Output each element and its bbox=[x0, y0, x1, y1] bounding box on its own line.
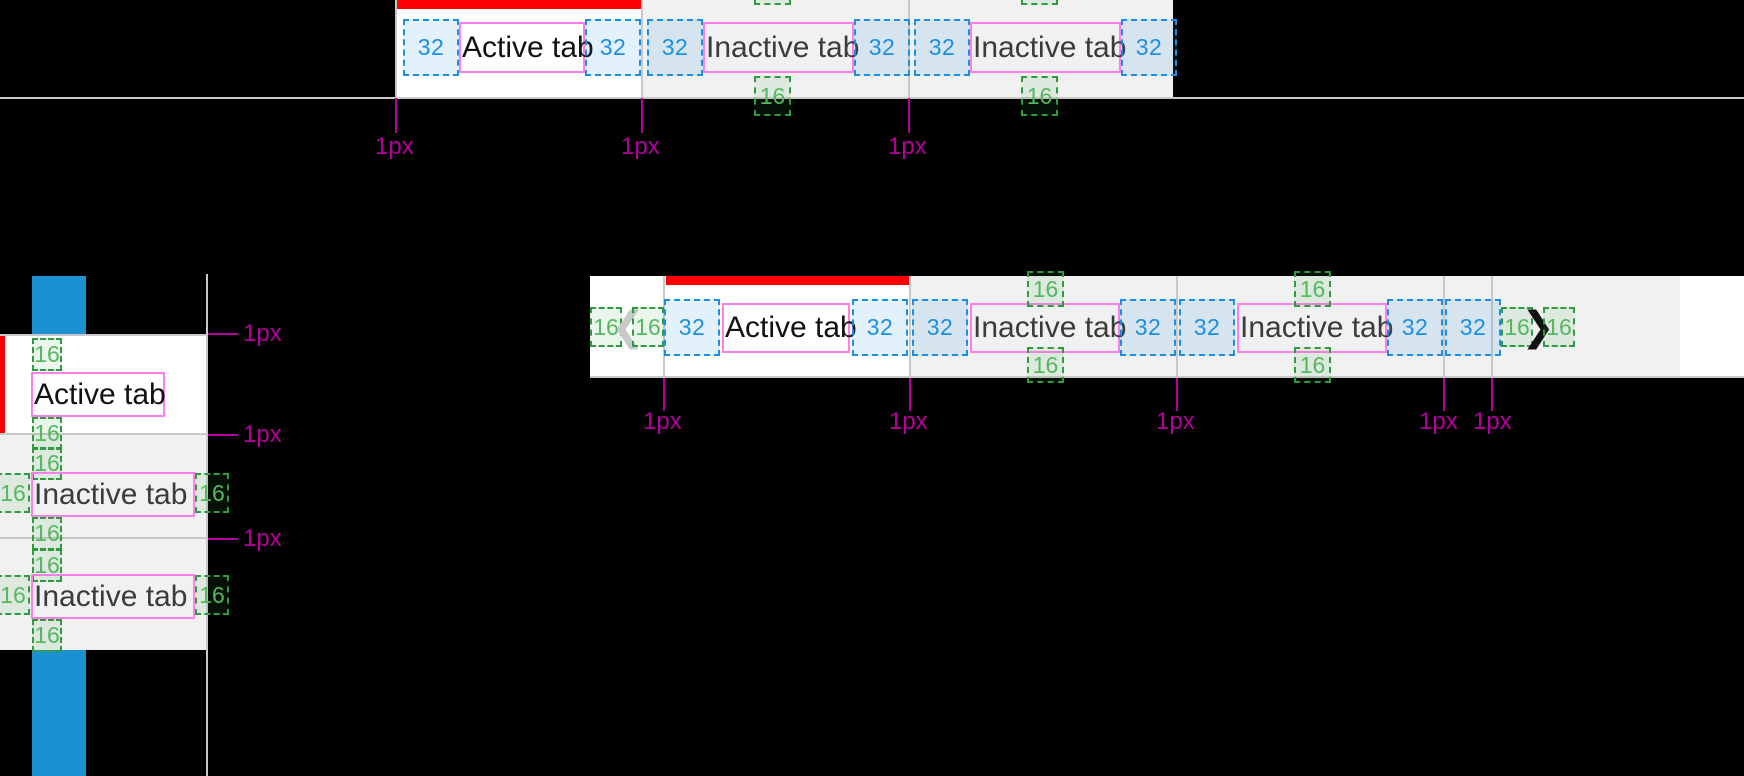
tab-label-inactive-1[interactable]: Inactive tab bbox=[31, 472, 195, 517]
chevron-left-icon[interactable]: ❮ bbox=[611, 304, 645, 350]
gap-16-before-scroll-left: 16 bbox=[590, 307, 622, 347]
tabbar-bottom-border bbox=[590, 376, 1744, 378]
spacing-top-16-tab2: 16 bbox=[754, 0, 791, 5]
padding-right-32-tab3-outer: 32 bbox=[1445, 299, 1501, 356]
padding-right-16-row3: 16 bbox=[195, 575, 229, 615]
tab-divider bbox=[641, 0, 643, 98]
tab-label-active-1[interactable]: Active tab bbox=[459, 22, 594, 73]
active-indicator-bar bbox=[395, 0, 643, 9]
dimension-leader bbox=[208, 538, 238, 540]
gap-16-after-scroll-left: 16 bbox=[632, 307, 664, 347]
border-width-label-5: 1px bbox=[1473, 408, 1512, 435]
tab-label-inactive-1[interactable]: Inactive tab bbox=[703, 22, 859, 73]
border-width-label-4: 1px bbox=[1419, 408, 1458, 435]
border-width-label-2: 1px bbox=[243, 421, 282, 448]
padding-bottom-16-row1: 16 bbox=[32, 417, 62, 450]
horizontal-tabbar-top: 32 Active tab 32 32 Inactive tab 32 16 1… bbox=[0, 0, 1744, 116]
tabbar-bottom-border bbox=[0, 97, 1744, 99]
padding-top-16-tab3: 16 bbox=[1294, 271, 1331, 307]
dimension-leader bbox=[1491, 378, 1493, 411]
padding-left-32-tab1: 32 bbox=[664, 299, 720, 356]
padding-left-32-tab2: 32 bbox=[912, 299, 968, 356]
tab-divider bbox=[1491, 276, 1493, 378]
dimension-leader bbox=[208, 434, 238, 436]
dimension-leader bbox=[395, 98, 397, 133]
padding-top-16-row1: 16 bbox=[32, 338, 62, 371]
dimension-leader bbox=[641, 98, 643, 133]
gap-16-after-scroll-right: 16 bbox=[1543, 307, 1575, 347]
padding-right-16-row2: 16 bbox=[195, 473, 229, 513]
padding-bottom-16-row2: 16 bbox=[32, 517, 62, 550]
dimension-leader bbox=[1176, 378, 1178, 411]
border-width-label-3: 1px bbox=[243, 525, 282, 552]
padding-left-32-tab2: 32 bbox=[647, 19, 703, 76]
padding-top-16-tab2: 16 bbox=[1027, 271, 1064, 307]
vertical-tablist: 16 Active tab 16 16 16 Inactive tab 16 1… bbox=[0, 274, 229, 776]
border-width-label-2: 1px bbox=[889, 408, 928, 435]
spacing-bottom-16-tab3: 16 bbox=[1021, 76, 1058, 116]
active-tab-surface bbox=[664, 276, 910, 378]
padding-left-32-tab3: 32 bbox=[914, 19, 970, 76]
selection-block-bottom bbox=[32, 648, 86, 776]
padding-left-32-tab1: 32 bbox=[403, 19, 459, 76]
tablist-right-border bbox=[206, 274, 208, 776]
tab-label-inactive-2[interactable]: Inactive tab bbox=[1237, 303, 1393, 353]
tab-divider bbox=[909, 276, 911, 378]
tab-divider bbox=[1176, 276, 1178, 378]
padding-bottom-16-tab3: 16 bbox=[1294, 347, 1331, 383]
tab-label-inactive-1[interactable]: Inactive tab bbox=[970, 303, 1126, 353]
dimension-leader bbox=[909, 378, 911, 411]
dimension-leader bbox=[1443, 378, 1445, 411]
row-divider bbox=[0, 537, 208, 539]
active-indicator-bar bbox=[0, 334, 5, 434]
padding-top-16-row3: 16 bbox=[32, 549, 62, 582]
padding-right-32-tab1: 32 bbox=[585, 19, 641, 76]
scroll-left-surface bbox=[590, 276, 664, 378]
padding-left-32-tab3: 32 bbox=[1179, 299, 1235, 356]
border-width-label-2: 1px bbox=[621, 133, 660, 160]
tab-divider bbox=[395, 0, 397, 98]
selection-block-top bbox=[32, 276, 86, 336]
padding-top-16-row2: 16 bbox=[32, 447, 62, 480]
border-width-label-1: 1px bbox=[643, 408, 682, 435]
border-width-label-3: 1px bbox=[1156, 408, 1195, 435]
gap-16-before-scroll-right: 16 bbox=[1501, 307, 1533, 347]
horizontal-tabbar-scrollable: 16 ❮ 16 32 Active tab 32 32 Inactive tab… bbox=[590, 271, 1744, 383]
spacing-bottom-16-tab2: 16 bbox=[754, 76, 791, 116]
tab-label-active[interactable]: Active tab bbox=[31, 372, 166, 417]
padding-right-32-tab3: 32 bbox=[1387, 299, 1443, 356]
active-tab-surface bbox=[395, 0, 643, 98]
padding-right-32-tab2: 32 bbox=[854, 19, 910, 76]
padding-left-16-row3: 16 bbox=[0, 575, 30, 615]
padding-right-32-tab2: 32 bbox=[1120, 299, 1176, 356]
padding-left-16-row2: 16 bbox=[0, 473, 30, 513]
tab-label-inactive-2[interactable]: Inactive tab bbox=[31, 574, 195, 619]
dimension-leader bbox=[208, 333, 238, 335]
padding-bottom-16-row3: 16 bbox=[32, 619, 62, 652]
chevron-right-icon[interactable]: ❯ bbox=[1521, 304, 1555, 350]
row-divider bbox=[0, 334, 208, 336]
border-width-label-3: 1px bbox=[888, 133, 927, 160]
tab-label-active[interactable]: Active tab bbox=[722, 303, 857, 353]
padding-right-32-tab3: 32 bbox=[1121, 19, 1177, 76]
row-divider bbox=[0, 433, 208, 435]
active-indicator-bar bbox=[666, 276, 909, 285]
spacing-top-16-tab3: 16 bbox=[1021, 0, 1058, 5]
padding-bottom-16-tab2: 16 bbox=[1027, 347, 1064, 383]
tab-label-inactive-2[interactable]: Inactive tab bbox=[970, 22, 1126, 73]
dimension-leader bbox=[908, 98, 910, 133]
border-width-label-1: 1px bbox=[375, 133, 414, 160]
tab-divider bbox=[1443, 276, 1445, 378]
border-width-label-1: 1px bbox=[243, 320, 282, 347]
scroll-right-surface bbox=[1680, 276, 1744, 378]
padding-right-32-tab1: 32 bbox=[852, 299, 908, 356]
dimension-leader bbox=[663, 378, 665, 411]
